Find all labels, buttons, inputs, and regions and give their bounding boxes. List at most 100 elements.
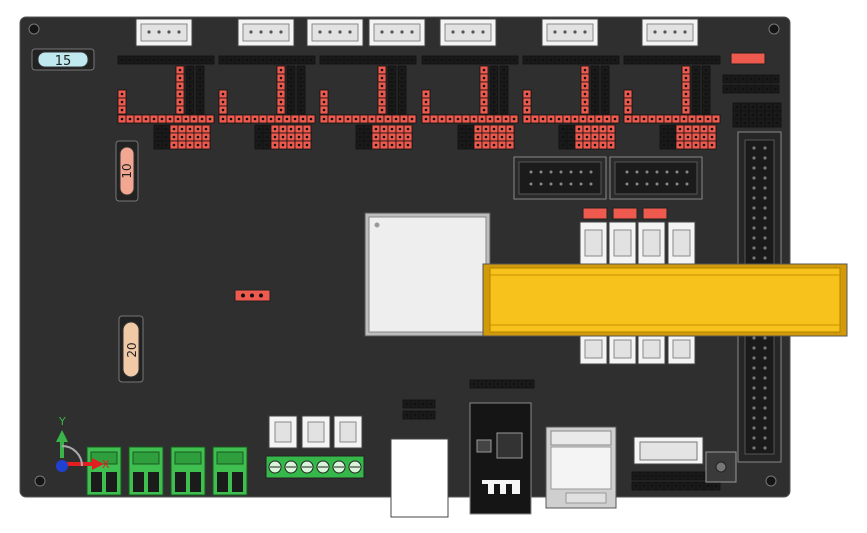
driver-pin-hole [684,100,688,104]
crystal-label: 15 [55,54,72,69]
driver-pin-hole [714,117,718,121]
y-axis-label: Y [58,415,66,428]
driver-pin-hole [569,143,573,147]
right-pin-hole [725,87,729,91]
driver-pin-hole [666,58,670,62]
motor-connector-pin [380,30,384,34]
driver-pin-hole [120,92,124,96]
driver-pin-hole [253,58,257,62]
fan-connector-inner [642,229,661,257]
driver-pin-hole [192,117,196,121]
driver-pin-hole [561,127,565,131]
driver-pin-hole [662,135,666,139]
driver-pin-hole [346,117,350,121]
box-pin [529,170,533,174]
small-pin-hole [666,484,670,488]
driver-pin-hole [706,117,710,121]
box-pin [645,170,649,174]
mounting-holes [28,23,780,487]
driver-pin-hole [390,135,394,139]
driver-pin-hole [394,58,398,62]
motor-connector-pin [481,30,485,34]
driver-pin-hole [569,135,573,139]
driver-pin-hole [330,117,334,121]
driver-pin-hole [694,92,698,96]
driver-pin-hole [573,117,577,121]
driver-pin-hole [694,76,698,80]
driver-pin-hole [492,68,496,72]
right-pin-hole [767,121,771,125]
box-pin [589,170,593,174]
driver-pin-hole [188,68,192,72]
driver-pin-hole [188,108,192,112]
driver-pin-hole [305,143,309,147]
expansion-pin [763,406,767,410]
driver-pin-hole [502,84,506,88]
mounting-hole [768,23,780,35]
driver-pin-hole [492,76,496,80]
motor-connector-pin [563,30,567,34]
expansion-pin [752,426,756,430]
box-pin [579,170,583,174]
right-pin-hole [743,113,747,117]
driver-pin-hole [362,117,366,121]
small-pin-hole [698,484,702,488]
fan-jumper [642,207,668,220]
driver-pin-hole [229,117,233,121]
driver-pin-hole [265,127,269,131]
driver-pin-hole [704,92,708,96]
small-pin-hole [520,382,524,386]
driver-pin-hole [289,143,293,147]
driver-pin-hole [299,100,303,104]
driver-pin-hole [686,127,690,131]
driver-pin-hole [682,117,686,121]
driver-pin-hole [354,58,358,62]
small-pin-hole [706,484,710,488]
right-pin-hole [775,113,779,117]
driver-pin-hole [686,135,690,139]
driver-pin-hole [406,135,410,139]
right-pin-hole [751,113,755,117]
driver-pin-hole [289,76,293,80]
small-pin-hole [642,474,646,478]
expansion-pin [752,216,756,220]
motor-connector-pin [259,30,263,34]
box-pin [635,182,639,186]
screw-terminal-strip [265,455,365,479]
box-header-pins [529,170,689,186]
driver-pin-hole [253,117,257,121]
driver-pin-hole [400,68,404,72]
driver-pin-hole [178,84,182,88]
driver-pin-hole [502,68,506,72]
driver-pin-hole [601,127,605,131]
driver-pin-hole [221,92,225,96]
driver-pin-hole [289,135,293,139]
mounting-hole [765,475,777,487]
driver-pin-hole [502,92,506,96]
driver-pin-hole [496,117,500,121]
driver-pin-hole [581,58,585,62]
motor-connector-pin [663,30,667,34]
driver-pin-hole [508,127,512,131]
driver-pin-hole [626,117,630,121]
driver-pin-hole [221,58,225,62]
driver-pin-hole [706,58,710,62]
driver-pin-hole [492,92,496,96]
driver-pin-hole [583,108,587,112]
motor-connector-pin [318,30,322,34]
power-terminal-slot [148,472,159,492]
driver-pin-hole [508,135,512,139]
driver-pin-hole [710,135,714,139]
box-pin [625,170,629,174]
driver-pin-hole [156,127,160,131]
driver-pin-hole [508,143,512,147]
driver-pin-hole [390,76,394,80]
driver-pin-hole [410,58,414,62]
driver-pin-hole [603,108,607,112]
driver-pin-hole [221,117,225,121]
motor-connector-pin [461,30,465,34]
driver-pin-hole [198,68,202,72]
driver-pin-hole [285,117,289,121]
driver-pin-hole [684,68,688,72]
expansion-pin [763,216,767,220]
